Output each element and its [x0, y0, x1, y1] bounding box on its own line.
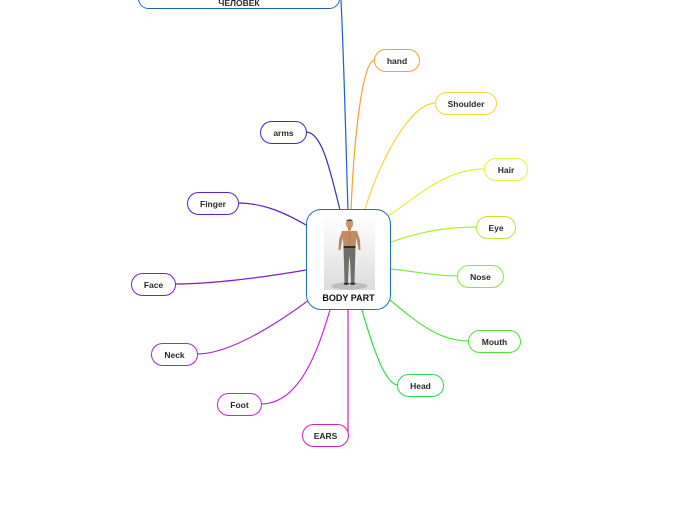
- node-hair[interactable]: Hair: [484, 158, 528, 181]
- node-nose-label: Nose: [470, 271, 491, 282]
- node-head[interactable]: Head: [397, 374, 444, 397]
- node-eye-label: Eye: [488, 222, 504, 233]
- connector-mouth: [389, 299, 470, 342]
- node-head-label: Head: [410, 380, 431, 391]
- connector-face: [174, 269, 307, 285]
- node-mouth[interactable]: Mouth: [468, 330, 521, 353]
- connector-finger: [237, 202, 307, 226]
- node-face[interactable]: Face: [131, 273, 176, 296]
- node-hand[interactable]: hand: [374, 49, 420, 72]
- node-hand-label: hand: [386, 55, 408, 66]
- node-arms[interactable]: arms: [260, 121, 307, 144]
- connector-head: [361, 309, 399, 386]
- node-ears[interactable]: EARS: [302, 424, 349, 447]
- node-foot[interactable]: Foot: [217, 393, 262, 416]
- node-foot-label: Foot: [230, 399, 249, 410]
- node-face-label: Face: [143, 279, 164, 290]
- node-arms-label: arms: [273, 127, 294, 138]
- top-node-label: ЧЕЛОВЕК: [218, 0, 260, 8]
- node-eye[interactable]: Eye: [476, 216, 516, 239]
- standing-man-photo-icon: [324, 216, 375, 290]
- connector-foot: [260, 309, 331, 405]
- connector-shoulder: [363, 102, 437, 213]
- node-shoulder[interactable]: Shoulder: [435, 92, 497, 115]
- connector-arms: [305, 131, 341, 211]
- connector-hand: [350, 59, 376, 211]
- node-nose[interactable]: Nose: [457, 265, 504, 288]
- connector-neck: [196, 299, 310, 355]
- node-finger[interactable]: Finger: [187, 192, 239, 215]
- connector-top: [340, 0, 349, 211]
- node-finger-label: Finger: [200, 198, 226, 209]
- node-shoulder-label: Shoulder: [447, 98, 485, 109]
- node-neck-label: Neck: [164, 349, 185, 360]
- connector-hair: [387, 168, 486, 217]
- node-ears-label: EARS: [313, 430, 338, 441]
- node-mouth-label: Mouth: [481, 336, 508, 347]
- central-node[interactable]: BODY PART: [306, 209, 391, 310]
- central-node-label: BODY PART: [322, 293, 375, 303]
- node-neck[interactable]: Neck: [151, 343, 198, 366]
- connector-nose: [390, 268, 459, 277]
- top-node-partial[interactable]: ЧЕЛОВЕК: [138, 0, 340, 9]
- node-hair-label: Hair: [497, 164, 515, 175]
- connector-eye: [390, 226, 478, 243]
